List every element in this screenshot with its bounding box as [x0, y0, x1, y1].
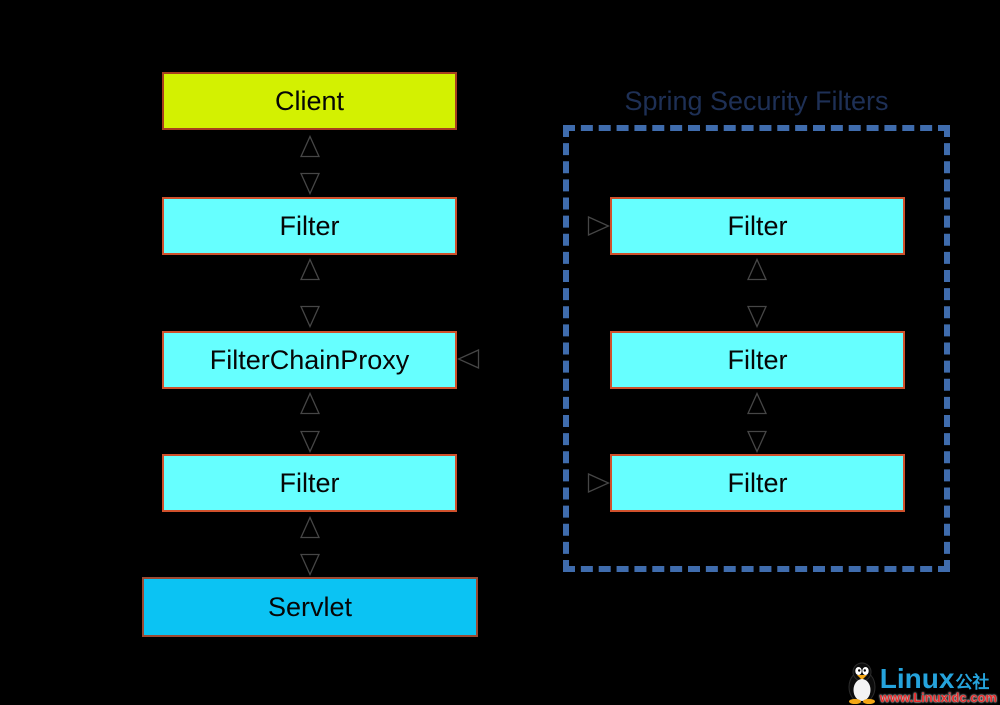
- watermark-brand-row: Linux 公社: [880, 665, 997, 693]
- watermark-url: www.Linuxidc.com: [879, 690, 997, 705]
- node-client: Client: [162, 72, 457, 130]
- node-servlet: Servlet: [142, 577, 478, 637]
- tux-penguin-icon: [848, 662, 876, 704]
- node-security-filter-2: Filter: [610, 331, 905, 389]
- watermark-brand: Linux: [879, 663, 955, 694]
- arrow-down-icon: [300, 430, 320, 453]
- arrow-down-icon: [300, 172, 320, 195]
- arrow-up-icon: [747, 258, 767, 281]
- arrow-right-icon: [587, 473, 610, 493]
- node-filter-chain-proxy: FilterChainProxy: [162, 331, 457, 389]
- node-servlet-label: Servlet: [267, 591, 353, 622]
- watermark-brand-suffix: 公社: [955, 673, 990, 692]
- group-title: Spring Security Filters: [624, 86, 889, 116]
- node-security-filter-1-label: Filter: [727, 210, 788, 241]
- node-filter-bottom-label: Filter: [279, 467, 340, 498]
- arrow-down-icon: [747, 305, 767, 328]
- node-filter-bottom: Filter: [162, 454, 457, 512]
- arrow-down-icon: [300, 553, 320, 576]
- arrow-up-icon: [300, 392, 320, 415]
- node-security-filter-3-label: Filter: [727, 467, 788, 498]
- arrow-up-icon: [747, 392, 767, 415]
- arrow-left-icon: [457, 349, 480, 369]
- node-filter-top: Filter: [162, 197, 457, 255]
- node-security-filter-2-label: Filter: [727, 344, 788, 375]
- arrow-up-icon: [300, 516, 320, 539]
- arrow-up-icon: [300, 258, 320, 281]
- node-filter-chain-proxy-label: FilterChainProxy: [209, 344, 410, 375]
- watermark: Linux 公社 www.Linuxidc.com: [846, 662, 997, 704]
- node-client-label: Client: [274, 85, 345, 116]
- node-security-filter-3: Filter: [610, 454, 905, 512]
- security-filters-group-frame: [563, 125, 950, 572]
- arrow-right-icon: [587, 216, 610, 236]
- arrow-down-icon: [300, 305, 320, 328]
- arrow-up-icon: [300, 135, 320, 158]
- node-security-filter-1: Filter: [610, 197, 905, 255]
- arrow-down-icon: [747, 430, 767, 453]
- watermark-text: Linux 公社 www.Linuxidc.com: [879, 665, 997, 705]
- node-filter-top-label: Filter: [279, 210, 340, 241]
